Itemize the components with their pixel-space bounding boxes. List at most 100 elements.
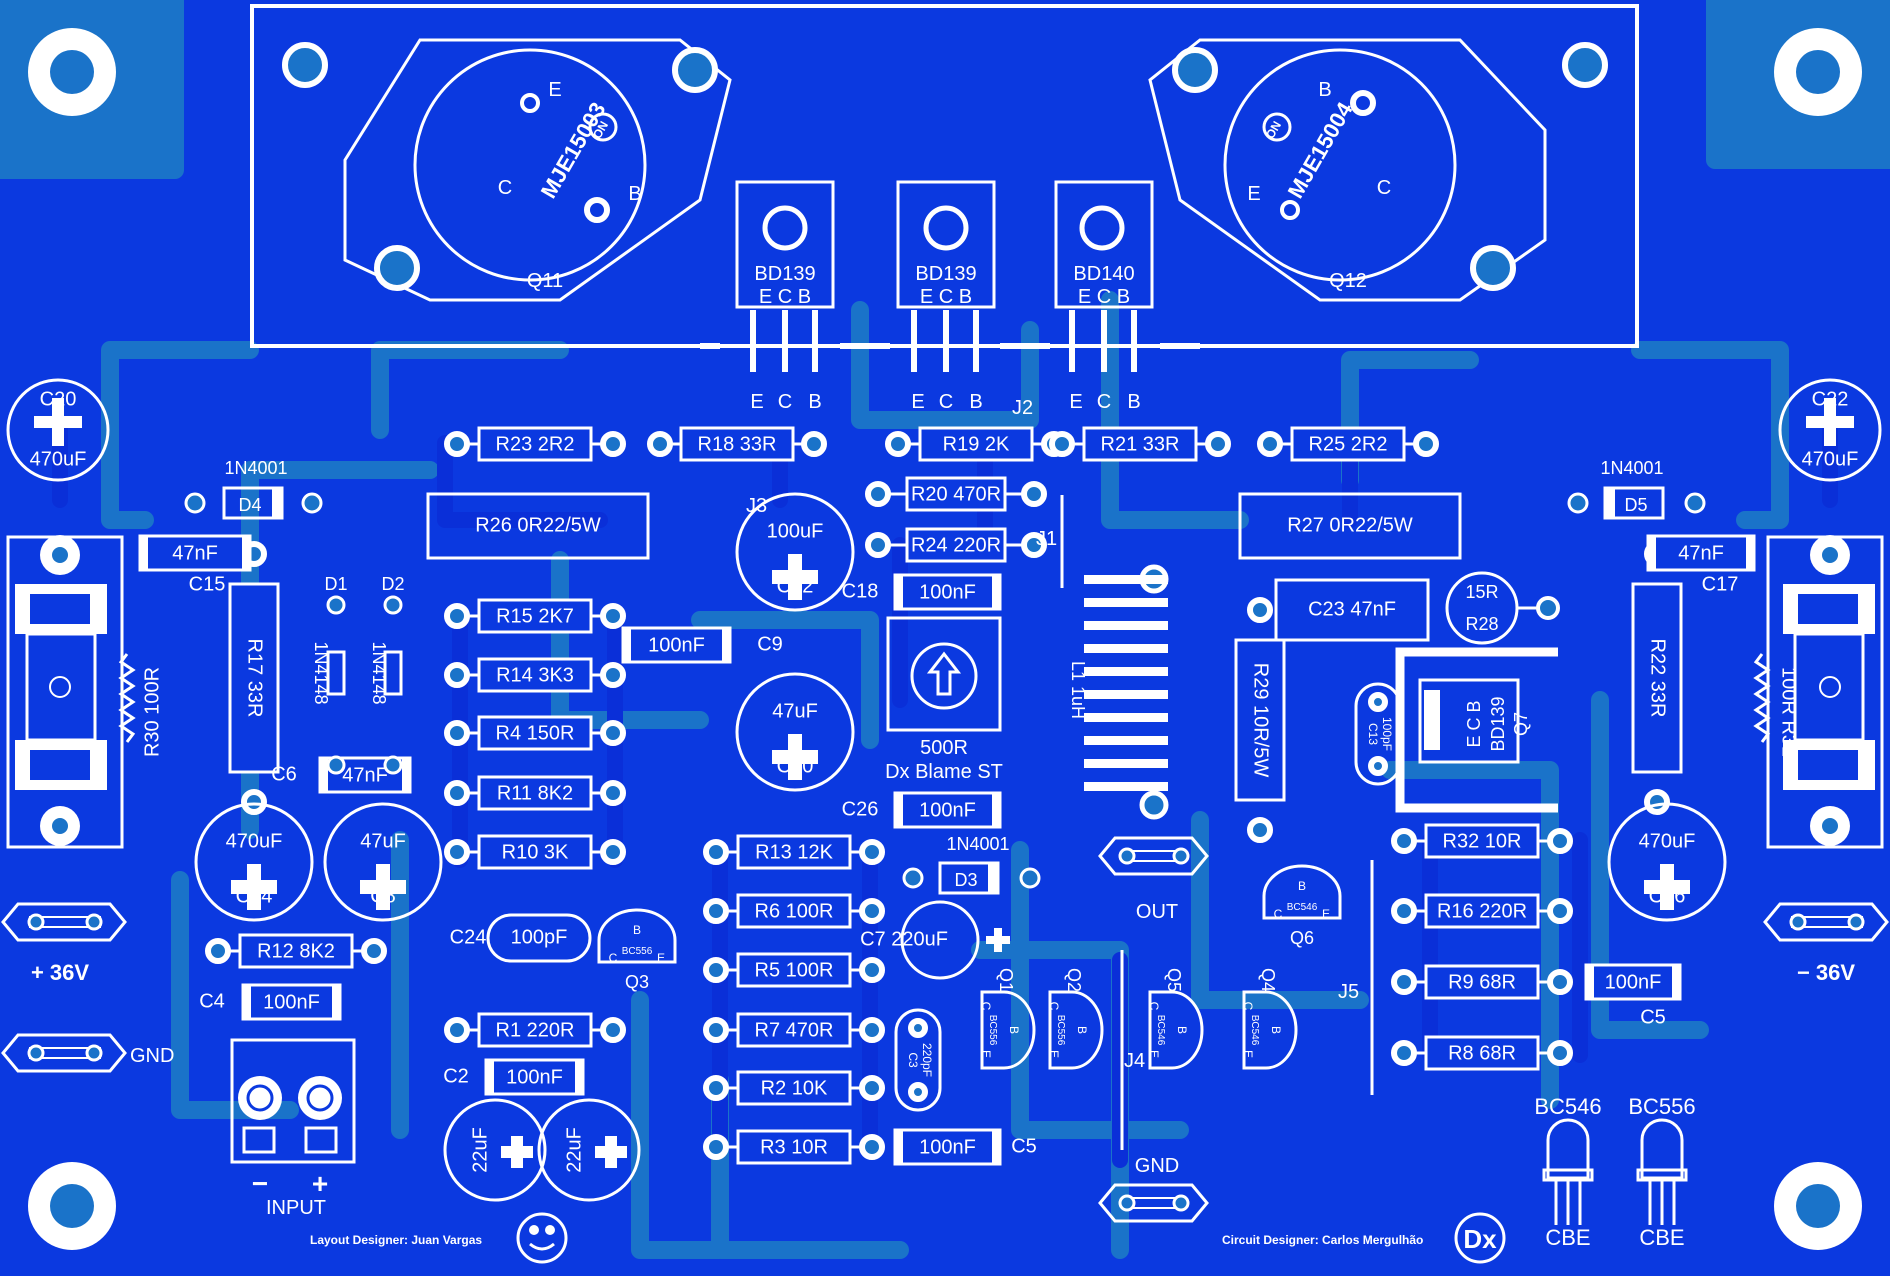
resistor-label: R9 68R [1448,971,1516,993]
frog-logo-icon [516,1212,568,1264]
transistor-ref: Q1 [996,968,1016,992]
q12-pin-e: E [1247,183,1260,205]
pos-36v-label: + 36V [31,960,89,985]
transistor-pin: B [1269,1026,1283,1034]
solder-pad [859,1075,885,1101]
electrolytic-ref: C16 [1649,885,1686,907]
solder-pad [885,431,911,457]
solder-pad [703,957,729,983]
legend-bc546-pins: CBE [1545,1225,1590,1250]
solder-pad [908,1082,928,1102]
solder-pad [1391,898,1417,924]
resistor-label: R17 33R [244,639,266,718]
driver-transistor-1: BD139 E C B E C B [735,180,835,413]
trimmer-name: Dx Blame ST [885,761,1003,783]
d4-ref: D4 [238,495,261,515]
transistor-pin: E [1241,1050,1255,1058]
electrolytic-ref: C20 [40,388,77,410]
r28-value: 15R [1465,582,1498,602]
resistor: R4 150R [444,715,626,751]
capacitor-value: 100nF [648,634,705,656]
jumper-j3: J3 [746,495,767,517]
resistor: R32 10R [1391,823,1573,859]
resistor-label: R6 100R [755,900,834,922]
resistor-label: R25 2R2 [1309,433,1388,455]
electrolytic-value: 470uF [1639,830,1696,852]
capacitor-label: C23 47nF [1308,598,1396,620]
electrolytic-ref: C10 [777,755,814,777]
power-resistor: R27 0R22/5W [1238,492,1462,560]
driver-1-bottom-c: C [778,391,792,413]
resistor-label: R2 10K [761,1077,828,1099]
transistor-ref: Q2 [1064,968,1084,992]
solder-pad [865,532,891,558]
layout-credit: Layout Designer: Juan Vargas [310,1233,482,1247]
transistor-pin: C [609,951,618,965]
resistor-label: R21 33R [1101,433,1180,455]
d4-part: 1N4001 [224,458,287,478]
gnd-bottom-label: GND [1135,1155,1179,1177]
resistor-label: R8 68R [1448,1042,1516,1064]
solder-pad [647,431,673,457]
mounting-hole-bottom-right [1774,1162,1862,1250]
transistor-part: BC546 [1287,902,1318,913]
mounting-hole-top-left [28,28,116,116]
resistor-label: R12 8K2 [257,940,335,962]
solder-pad [1547,1040,1573,1066]
jumper-wires [1060,495,1374,1150]
solder-pad [859,1134,885,1160]
q7-pins: E C B [1464,700,1484,747]
driver-transistor-3: BD140 E C B E C B [1054,180,1154,413]
jumper-j4: J4 [1124,1050,1145,1072]
solder-pad [1247,817,1273,843]
solder-pad [865,481,891,507]
solder-pad [361,938,387,964]
resistor-label: R1 220R [496,1019,575,1041]
resistor-label: R15 2K7 [496,605,574,627]
diode-d3: D3 1N4001 [902,834,1041,895]
solder-pad [205,938,231,964]
transistor-part: BC556 [987,1015,998,1046]
electrolytic-value: 470uF [30,448,87,470]
resistor-label: R11 8K2 [497,782,573,804]
solder-pad [241,789,267,815]
resistor: R1 220R [444,1012,626,1048]
capacitor-ref: C5 [1011,1135,1037,1157]
power-resistor-label: R26 0R22/5W [475,514,601,536]
solder-pad [859,957,885,983]
solder-pad [703,839,729,865]
driver-3-bottom-b: B [1127,391,1140,413]
solder-pad [444,720,470,746]
solder-pad [444,1017,470,1043]
resistor: R14 3K3 [444,657,626,693]
transistor-pin: E [979,1050,993,1058]
resistor-label: R13 12K [755,841,833,863]
driver-2-bottom-c: C [939,391,953,413]
electrolytic-value: 470uF [226,830,283,852]
driver-3-bottom-c: C [1097,391,1111,413]
resistor: R11 8K2 [444,775,626,811]
resistor: R7 470R [703,1012,885,1048]
electrolytic-value: 47uF [360,830,406,852]
transistor-ref: Q5 [1164,968,1184,992]
solder-pad [1547,969,1573,995]
d5-part: 1N4001 [1600,458,1663,478]
transistor-ref: Q6 [1290,928,1314,948]
driver-1-bottom-b: B [808,391,821,413]
solder-pad [600,839,626,865]
solder-pad [600,720,626,746]
capacitor-ref: C9 [757,633,783,655]
transistor-part: BC556 [1055,1015,1066,1046]
solder-pad [1049,431,1075,457]
driver-2-bottom-b: B [969,391,982,413]
driver-3-bottom-e: E [1069,391,1082,413]
diode-d5: D5 1N4001 [1567,458,1706,520]
transistor-pin: C [1147,1002,1161,1011]
resistor-vertical: R17 33R [228,541,280,815]
resistor-label: R19 2K [943,433,1010,455]
